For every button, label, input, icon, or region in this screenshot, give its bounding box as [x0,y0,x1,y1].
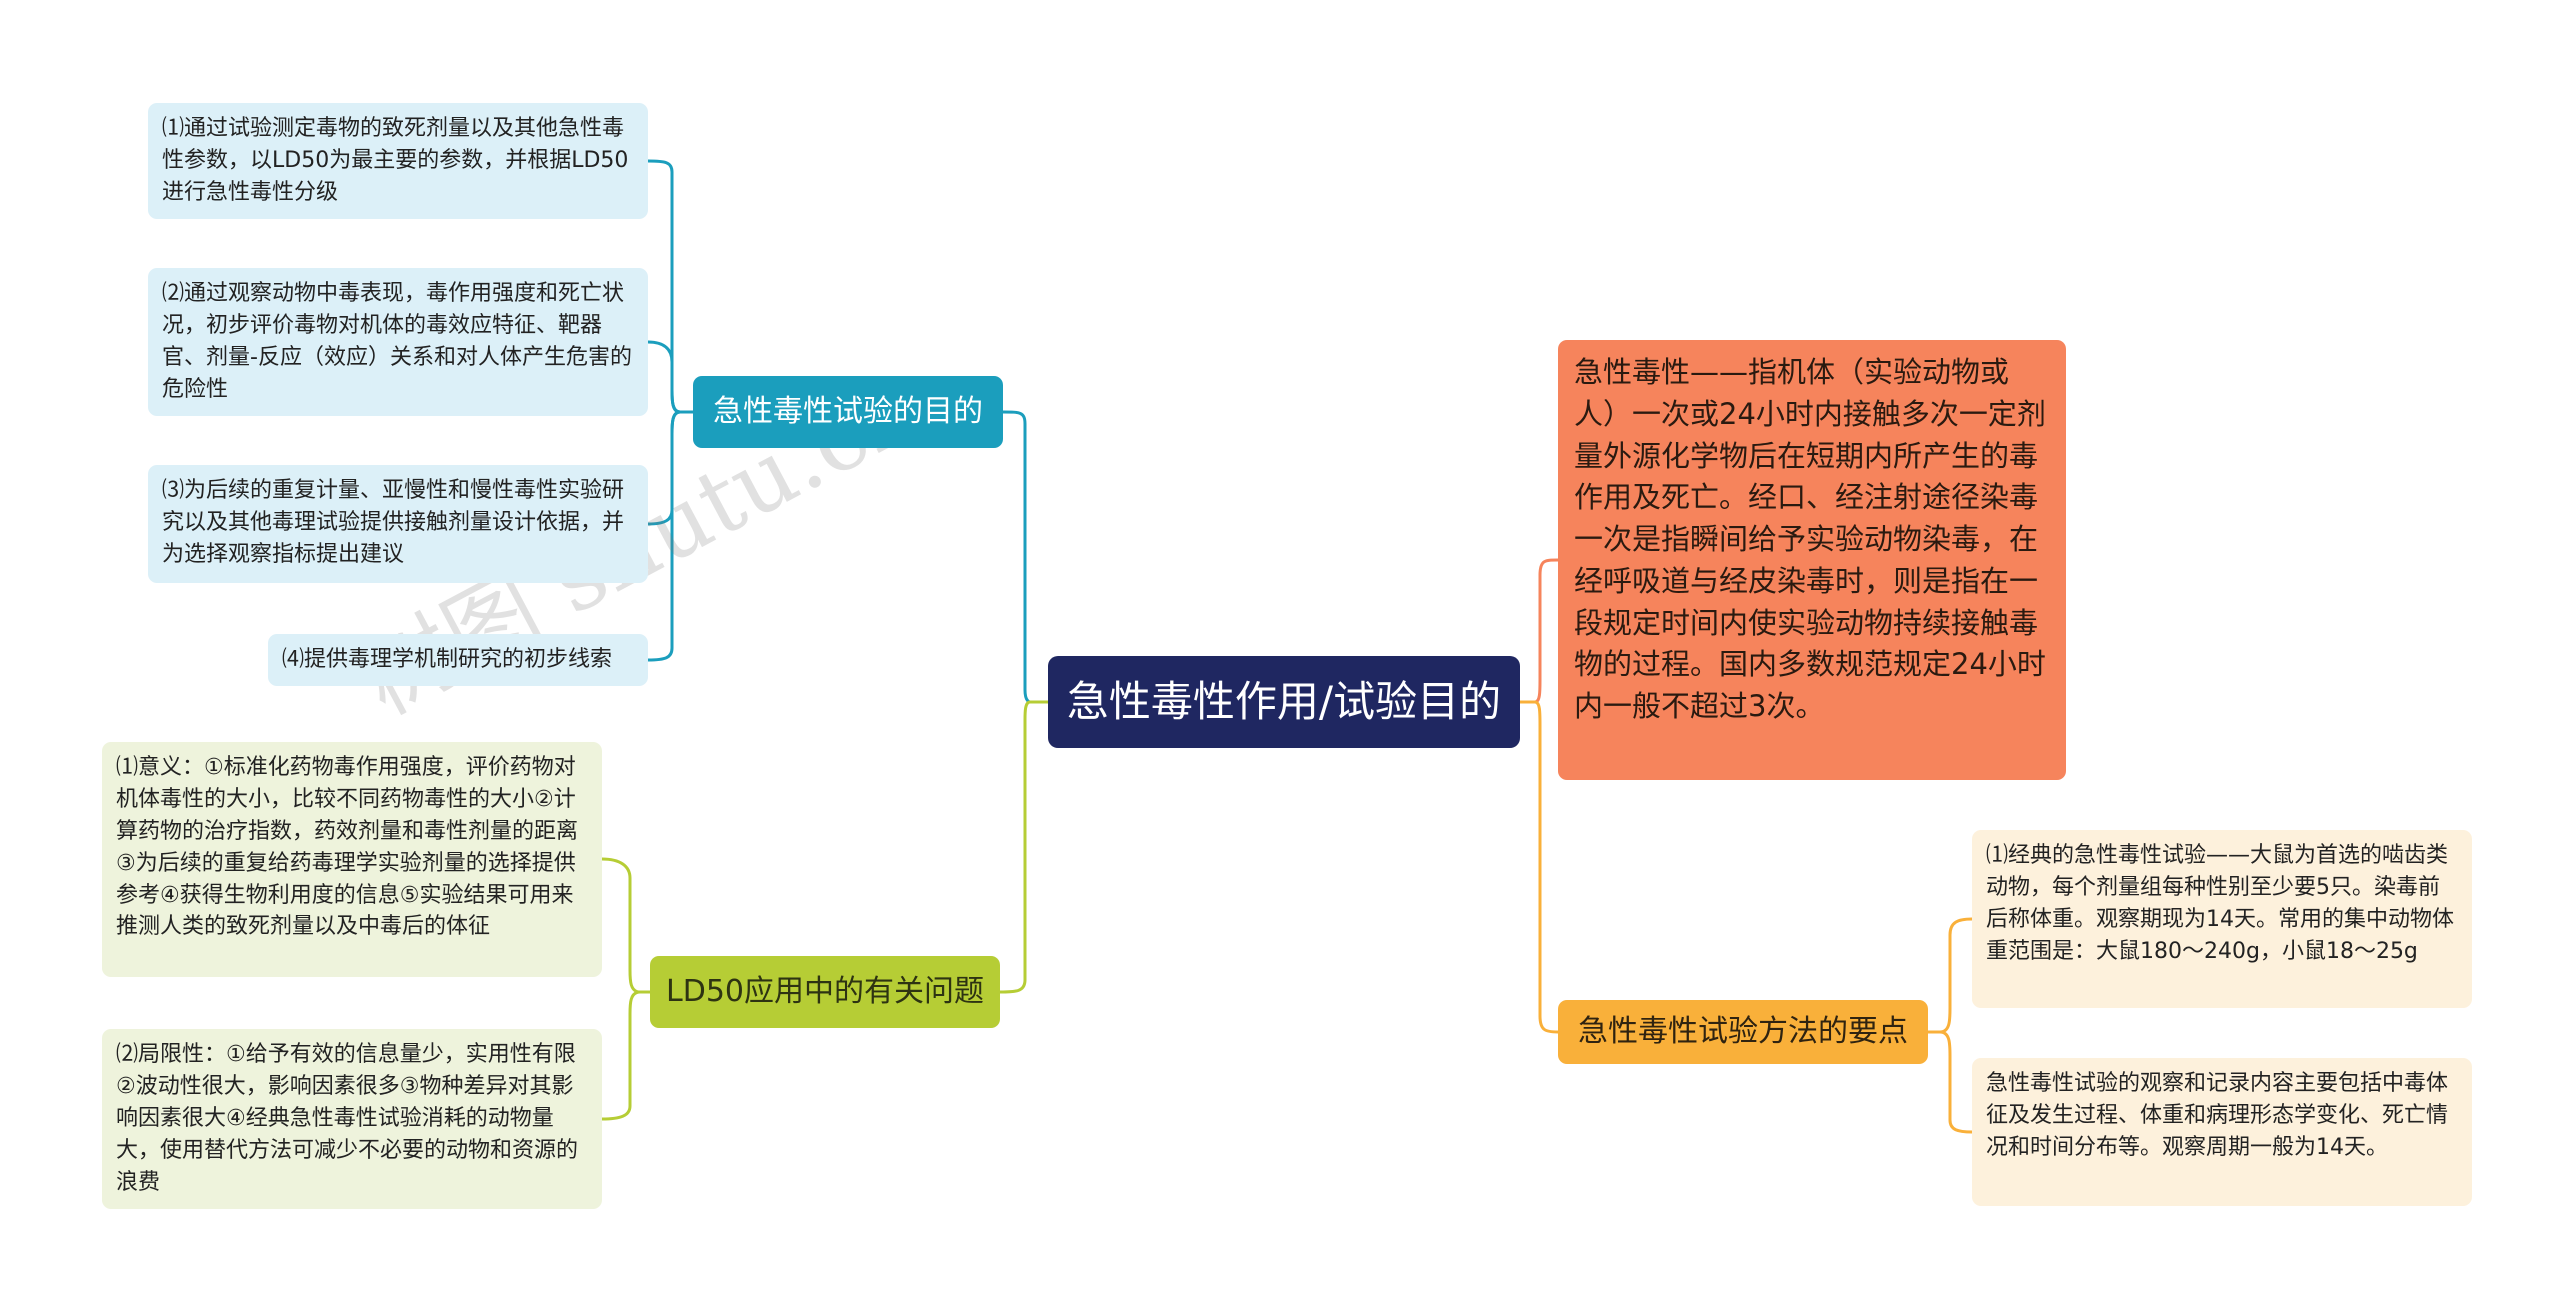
purpose-item-1[interactable]: ⑴通过试验测定毒物的致死剂量以及其他急性毒性参数，以LD50为最主要的参数，并根… [148,103,648,219]
connector-root-ld50 [999,700,1048,994]
connector-purpose-l1 [647,159,693,414]
connector-root-definition [1520,558,1559,704]
connector-ld50-l6 [601,990,650,1121]
connector-root-purpose [1002,410,1048,704]
purpose-item-4[interactable]: ⑷提供毒理学机制研究的初步线索 [268,634,648,686]
branch-purpose[interactable]: 急性毒性试验的目的 [693,376,1003,448]
connector-method-l7 [1928,917,1973,1034]
ld50-item-significance[interactable]: ⑴意义：①标准化药物毒作用强度，评价药物对机体毒性的大小，比较不同药物毒性的大小… [102,742,602,977]
connector-purpose-l4 [647,410,693,662]
branch-method-points[interactable]: 急性毒性试验方法的要点 [1558,1000,1928,1064]
branch-ld50-issues[interactable]: LD50应用中的有关问题 [650,956,1000,1028]
connector-purpose-l3 [647,410,693,526]
connector-ld50-l5 [601,857,650,994]
connector-root-method [1520,700,1559,1034]
purpose-item-2[interactable]: ⑵通过观察动物中毒表现，毒作用强度和死亡状况，初步评价毒物对机体的毒效应特征、靶… [148,268,648,416]
branch-definition[interactable]: 急性毒性——指机体（实验动物或人）一次或24小时内接触多次一定剂量外源化学物后在… [1558,340,2066,780]
method-item-observation[interactable]: 急性毒性试验的观察和记录内容主要包括中毒体征及发生过程、体重和病理形态学变化、死… [1972,1058,2472,1206]
ld50-item-limitations[interactable]: ⑵局限性：①给予有效的信息量少，实用性有限②波动性很大，影响因素很多③物种差异对… [102,1029,602,1209]
method-item-classic-test[interactable]: ⑴经典的急性毒性试验——大鼠为首选的啮齿类动物，每个剂量组每种性别至少要5只。染… [1972,830,2472,1008]
purpose-item-3[interactable]: ⑶为后续的重复计量、亚慢性和慢性毒性实验研究以及其他毒理试验提供接触剂量设计依据… [148,465,648,583]
connector-purpose-l2 [647,340,693,414]
connector-method-l8 [1928,1030,1973,1134]
root-topic[interactable]: 急性毒性作用/试验目的 [1048,656,1520,748]
